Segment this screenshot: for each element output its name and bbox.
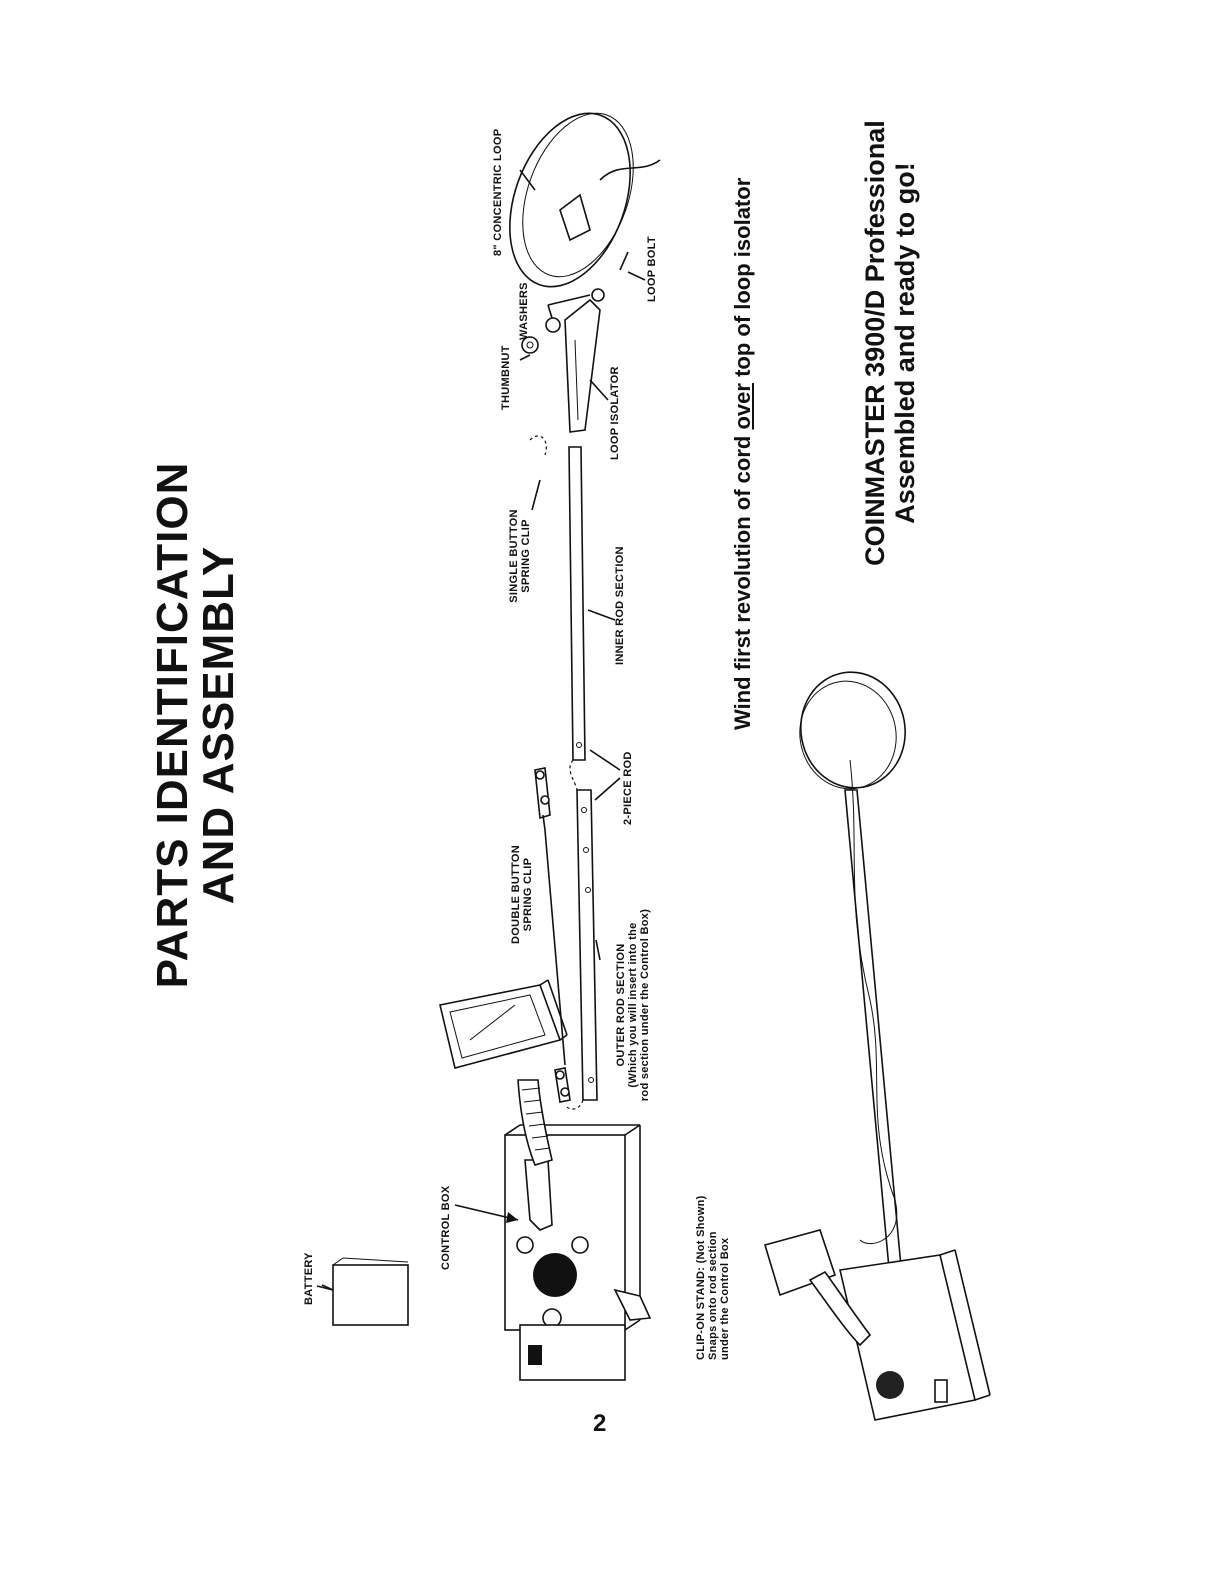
assembled-detector-drawing [763,671,991,1421]
product-caption: COINMASTER 3900/D Professional Assembled… [860,93,920,593]
inner-rod-label: INNER ROD SECTION [614,546,626,665]
title-line-1: PARTS IDENTIFICATION [148,461,197,989]
washers-label: WASHERS [518,282,530,340]
outer-rod-line: (Which you will insert into the [627,922,639,1088]
single-button-label: SINGLE BUTTON SPRING CLIP [508,496,532,616]
title-line-2: AND ASSEMBLY [194,545,243,905]
page-title: PARTS IDENTIFICATION AND ASSEMBLY [148,445,243,1005]
battery-drawing [321,1257,409,1326]
concentric-loop-label: 8" CONCENTRIC LOOP [492,128,504,256]
two-piece-rod-label: 2-PIECE ROD [622,751,634,825]
control-box-drawing [504,1079,652,1381]
single-button-line: SPRING CLIP [520,519,532,593]
inner-rod-drawing [568,446,586,791]
outer-rod-drawing [564,789,598,1110]
loop-isolator-drawing [564,298,601,433]
clip-on-stand-label: CLIP-ON STAND: (Not Shown) Snaps onto ro… [695,1195,731,1360]
outer-rod-line: OUTER ROD SECTION [615,943,627,1067]
battery-label: BATTERY [303,1252,315,1305]
caption-line-2: Assembled and ready to go! [890,162,920,524]
instruction-text: top of loop isolator [730,177,755,384]
instruction-text: Wind first revolution of cord [730,429,755,730]
single-button-clip-drawing [529,435,547,456]
clip-on-stand-line: under the Control Box [719,1237,731,1360]
outer-rod-label: OUTER ROD SECTION (Which you will insert… [615,880,651,1130]
control-box-label: CONTROL BOX [440,1185,452,1270]
loop-isolator-label: LOOP ISOLATOR [609,366,621,460]
instruction-emphasis: over [730,383,755,430]
double-button-line: SPRING CLIP [522,857,534,932]
thumbnut-label: THUMBNUT [500,345,512,410]
clip-on-stand-line: CLIP-ON STAND: (Not Shown) [695,1195,707,1360]
outer-rod-line: rod section under the Control Box) [639,908,651,1102]
cord-instruction: Wind first revolution of cord over top o… [730,178,756,730]
leader-lines [316,169,646,1291]
meter-drawing [439,979,568,1069]
clip-on-stand-line: Snaps onto rod section [707,1231,719,1360]
caption-line-1: COINMASTER 3900/D Professional [860,120,890,566]
single-button-line: SINGLE BUTTON [508,509,520,603]
hardware-drawing [521,251,629,354]
concentric-loop-drawing [509,112,661,288]
double-button-line: DOUBLE BUTTON [510,844,522,945]
double-button-clip-drawing [534,767,571,1103]
double-button-label: DOUBLE BUTTON SPRING CLIP [510,832,534,957]
loop-bolt-label: LOOP BOLT [646,236,658,302]
page-number: 2 [593,1410,607,1437]
